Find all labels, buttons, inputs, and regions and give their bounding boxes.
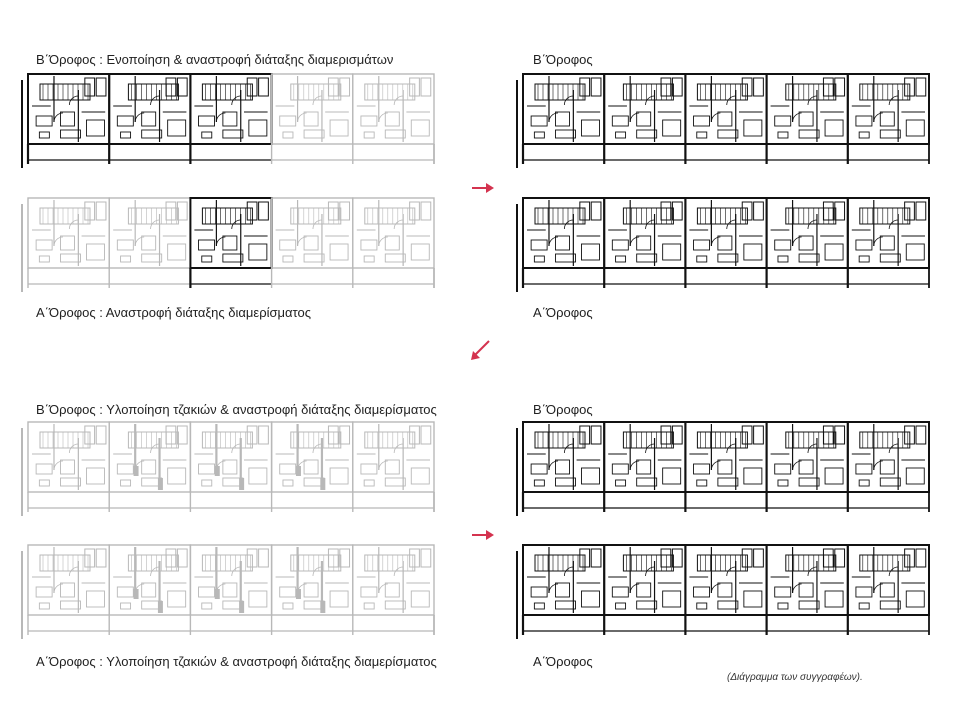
down-left-arrow-icon: [471, 340, 490, 360]
floor-plan-b-original-1: [20, 72, 438, 177]
floor-plan-b-original-2: [20, 420, 438, 525]
floor-plan-a-result-1: [515, 196, 933, 301]
floor-plan-a-original-2: [20, 543, 438, 648]
right-arrow-icon: [472, 183, 494, 193]
right-arrow-icon: [472, 530, 494, 540]
source-note: (Διάγραμμα των συγγραφέων).: [727, 672, 863, 683]
floor-plan-b-result-2: [515, 420, 933, 525]
caption-a-floor-fireplaces: Α΄Όροφος : Υλοποίηση τζακιών & αναστροφή…: [36, 654, 437, 669]
caption-b-floor-unification: Β΄Όροφος : Ενοποίηση & αναστροφή διάταξη…: [36, 52, 394, 67]
floor-plan-a-result-2: [515, 543, 933, 648]
floor-plan-a-original-1: [20, 196, 438, 301]
caption-a-floor-result-1: Α΄Όροφος: [533, 305, 593, 320]
floor-plan-b-result-1: [515, 72, 933, 177]
caption-b-floor-result-2: Β΄Όροφος: [533, 402, 593, 417]
caption-a-floor-reversal: Α΄Όροφος : Αναστροφή διάταξης διαμερίσμα…: [36, 305, 311, 320]
caption-b-floor-fireplaces: Β΄Όροφος : Υλοποίηση τζακιών & αναστροφή…: [36, 402, 437, 417]
caption-a-floor-result-2: Α΄Όροφος: [533, 654, 593, 669]
caption-b-floor-result-1: Β΄Όροφος: [533, 52, 593, 67]
